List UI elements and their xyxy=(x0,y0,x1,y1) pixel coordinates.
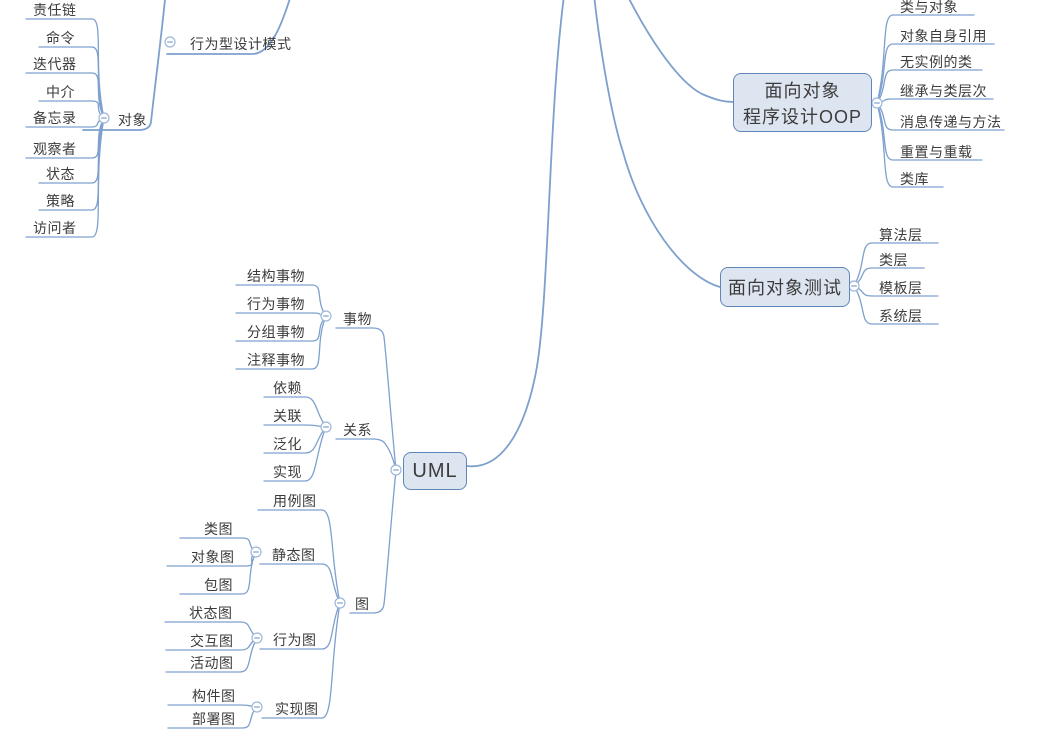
topic-yl[interactable]: 依赖 xyxy=(273,380,302,396)
connector-line xyxy=(593,0,721,288)
topic-xxcdyff[interactable]: 消息传递与方法 xyxy=(900,114,1002,130)
topic-sxt[interactable]: 实现图 xyxy=(275,701,319,717)
collapse-icon[interactable] xyxy=(871,97,883,109)
connector-line xyxy=(335,327,397,471)
topic-dxt[interactable]: 对象图 xyxy=(191,549,235,565)
collapse-icon[interactable] xyxy=(164,36,176,48)
topic-ddq[interactable]: 迭代器 xyxy=(33,56,77,72)
collapse-icon[interactable] xyxy=(334,597,346,609)
topic-cl[interactable]: 策略 xyxy=(46,193,75,209)
connector-line xyxy=(261,602,341,719)
topic-lc[interactable]: 类层 xyxy=(879,252,908,268)
connector-line xyxy=(179,551,257,595)
topic-xwt[interactable]: 行为图 xyxy=(273,632,317,648)
topic-jht[interactable]: 交互图 xyxy=(190,633,234,649)
topic-zssw[interactable]: 注释事物 xyxy=(247,352,305,368)
connector-line xyxy=(853,285,939,325)
topic-sw[interactable]: 事物 xyxy=(343,311,372,327)
collapse-icon[interactable] xyxy=(390,464,402,476)
connector-line xyxy=(263,424,327,428)
collapse-icon[interactable] xyxy=(250,546,262,558)
collapse-icon[interactable] xyxy=(98,112,110,124)
topic-box-line: 面向对象 xyxy=(764,80,841,101)
topic-fzsw[interactable]: 分组事物 xyxy=(247,324,305,340)
topic-zzycz[interactable]: 重置与重载 xyxy=(900,144,973,160)
topic-jcylcc[interactable]: 继承与类层次 xyxy=(900,83,987,99)
connector-line xyxy=(628,0,734,103)
connector-line xyxy=(876,102,944,188)
topic-jtt[interactable]: 静态图 xyxy=(272,547,316,563)
connector-line xyxy=(166,0,291,55)
topic-xwx[interactable]: 行为型设计模式 xyxy=(190,36,292,52)
topic-lt[interactable]: 类图 xyxy=(204,521,233,537)
topic-ztt[interactable]: 状态图 xyxy=(189,605,233,621)
connector-line xyxy=(876,14,975,104)
connector-line xyxy=(853,242,939,287)
topic-tu[interactable]: 图 xyxy=(355,596,370,612)
topic-dx[interactable]: 对象 xyxy=(118,112,147,128)
collapse-icon[interactable] xyxy=(320,310,332,322)
topic-box-label: 面向对象测试 xyxy=(728,278,842,298)
collapse-icon[interactable] xyxy=(251,632,263,644)
connector-line xyxy=(259,602,341,650)
topic-hdt[interactable]: 活动图 xyxy=(190,655,234,671)
topic-fwz[interactable]: 访问者 xyxy=(33,220,77,236)
connector-line xyxy=(259,563,341,604)
topic-zt[interactable]: 状态 xyxy=(46,166,75,182)
topic-jgsw[interactable]: 结构事物 xyxy=(247,268,305,284)
topic-box-line: 程序设计OOP xyxy=(742,106,862,127)
topic-gl[interactable]: 关联 xyxy=(273,408,302,424)
topic-box-uml[interactable]: UML xyxy=(403,452,467,490)
topic-fh[interactable]: 泛化 xyxy=(273,436,302,452)
topic-dxzsyy[interactable]: 对象自身引用 xyxy=(900,28,987,44)
connector-line xyxy=(235,315,327,370)
topic-xtc[interactable]: 系统层 xyxy=(879,308,923,324)
connector-line xyxy=(82,0,166,131)
topic-box-label: UML xyxy=(412,459,458,482)
topic-sx[interactable]: 实现 xyxy=(273,464,302,480)
connector-line xyxy=(876,69,983,104)
connector-line xyxy=(466,0,565,468)
topic-bst[interactable]: 部署图 xyxy=(192,711,236,727)
connector-line xyxy=(335,438,397,471)
connector-line xyxy=(263,426,327,482)
topic-bt[interactable]: 包图 xyxy=(204,577,233,593)
topic-lydx[interactable]: 类与对象 xyxy=(900,0,958,15)
topic-ml[interactable]: 命令 xyxy=(46,30,75,46)
connector-line xyxy=(167,704,258,708)
connector-line xyxy=(876,43,995,104)
collapse-icon[interactable] xyxy=(320,421,332,433)
topic-sfc[interactable]: 算法层 xyxy=(879,227,923,243)
collapse-icon[interactable] xyxy=(251,701,263,713)
connector-line xyxy=(235,312,327,317)
connector-line xyxy=(25,117,105,238)
topic-gx[interactable]: 关系 xyxy=(343,422,372,438)
topic-gcz[interactable]: 观察者 xyxy=(33,141,77,157)
topic-lk[interactable]: 类库 xyxy=(900,171,929,187)
topic-wsldl[interactable]: 无实例的类 xyxy=(900,54,973,70)
connector-line xyxy=(25,18,105,119)
connector-line xyxy=(349,469,397,614)
topic-zrl[interactable]: 责任链 xyxy=(33,2,77,18)
connector-line xyxy=(257,509,341,604)
topic-box-test[interactable]: 面向对象测试 xyxy=(720,267,850,307)
connector-line xyxy=(165,637,258,673)
topic-mbc[interactable]: 模板层 xyxy=(879,280,923,296)
connector-line xyxy=(38,46,105,119)
collapse-icon[interactable] xyxy=(848,280,860,292)
topic-ylt[interactable]: 用例图 xyxy=(273,493,317,509)
topic-bwl[interactable]: 备忘录 xyxy=(33,110,77,126)
connector-line xyxy=(876,102,983,161)
topic-zj[interactable]: 中介 xyxy=(46,84,75,100)
connector-line xyxy=(25,72,105,119)
connector-line xyxy=(876,98,994,104)
topic-xwsw[interactable]: 行为事物 xyxy=(247,296,305,312)
topic-gjt[interactable]: 构件图 xyxy=(192,688,236,704)
topic-box-oop[interactable]: 面向对象程序设计OOP xyxy=(733,73,872,132)
